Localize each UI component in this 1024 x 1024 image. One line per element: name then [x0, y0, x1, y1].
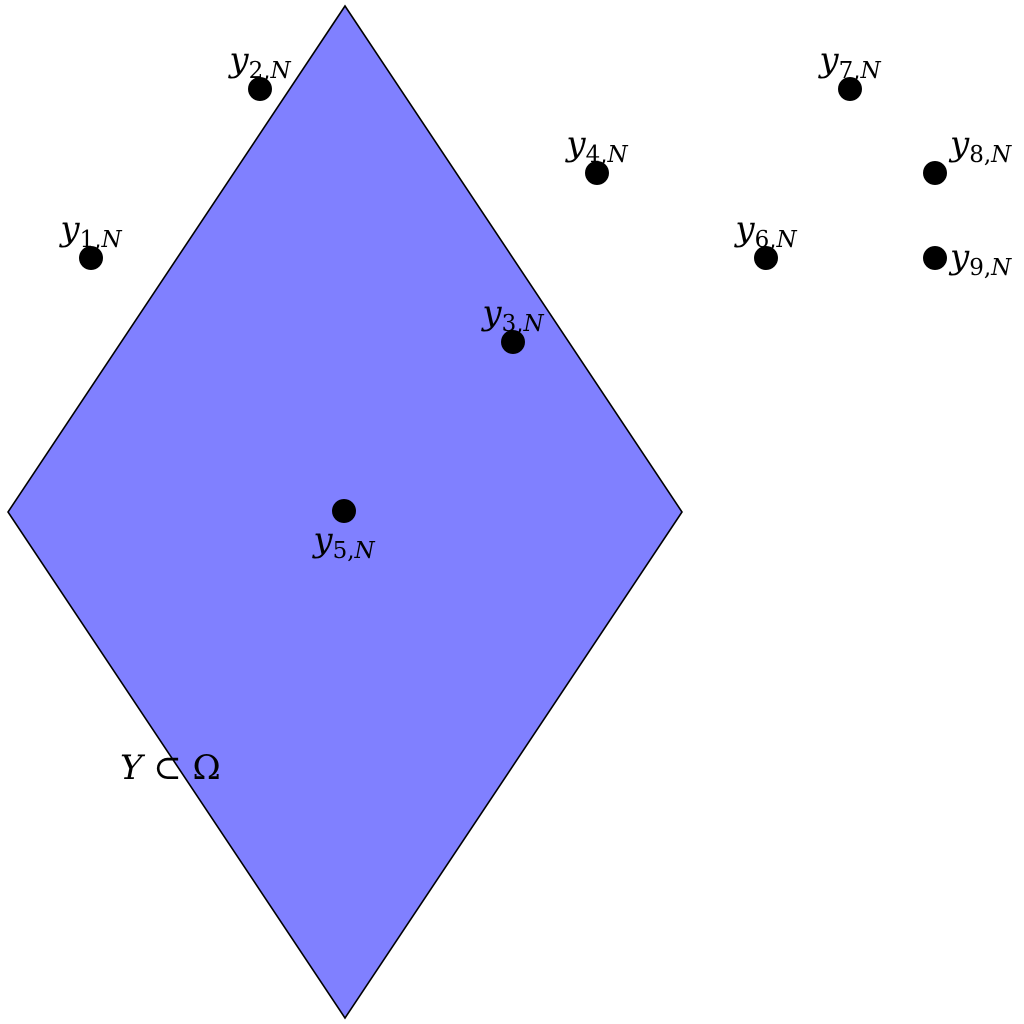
point-marker	[754, 246, 778, 270]
point-label: y7,N	[817, 40, 881, 84]
point-label-subscript: 4,	[586, 142, 608, 168]
point-label-var: y	[227, 40, 249, 80]
point-label-var: y	[564, 124, 586, 164]
point-label-subscript-var: N	[860, 58, 882, 84]
point-label-subscript: 3,	[502, 311, 524, 337]
point-label-subscript-var: N	[354, 538, 376, 564]
points-layer: y1,Ny2,Ny3,Ny4,Ny5,Ny6,Ny7,Ny8,Ny9,N	[58, 40, 1012, 564]
point-label-subscript: 7,	[839, 58, 861, 84]
point-marker	[838, 77, 862, 101]
point-label-var: y	[817, 40, 839, 80]
point-marker	[501, 330, 525, 354]
point-label-subscript: 9,	[969, 255, 991, 281]
point-label-subscript-var: N	[990, 142, 1012, 168]
point-label: y9,N	[948, 237, 1012, 281]
point-label: y3,N	[480, 293, 544, 337]
point-label-subscript-var: N	[101, 227, 123, 253]
point-group: y4,N	[564, 124, 629, 185]
point-label-subscript: 5,	[333, 538, 355, 564]
point-label-var: y	[480, 293, 502, 333]
point-label-subscript-var: N	[270, 58, 292, 84]
point-label-subscript-var: N	[523, 311, 545, 337]
point-label-var: y	[733, 209, 755, 249]
point-label-var: y	[58, 209, 80, 249]
point-label-var: y	[948, 237, 970, 277]
point-label: y5,N	[311, 520, 375, 564]
point-label-subscript: 6,	[755, 227, 777, 253]
point-marker	[248, 77, 272, 101]
point-label-subscript-var: N	[776, 227, 798, 253]
region-label: Y ⊂ Ω	[120, 748, 221, 788]
point-group: y7,N	[817, 40, 882, 101]
point-label-var: y	[311, 520, 333, 560]
point-marker	[923, 161, 947, 185]
point-label: y1,N	[58, 209, 122, 253]
point-marker	[585, 161, 609, 185]
point-group: y9,N	[923, 237, 1012, 281]
point-label: y8,N	[948, 124, 1012, 168]
point-marker	[923, 246, 947, 270]
point-label-subscript: 2,	[249, 58, 271, 84]
point-label-var: y	[948, 124, 970, 164]
point-group: y5,N	[311, 499, 376, 564]
point-label-subscript-var: N	[990, 255, 1012, 281]
point-group: y3,N	[480, 293, 545, 354]
point-label-subscript: 1,	[80, 227, 102, 253]
point-group: y6,N	[733, 209, 798, 270]
point-label-subscript-var: N	[607, 142, 629, 168]
point-group: y1,N	[58, 209, 123, 270]
point-label: y4,N	[564, 124, 628, 168]
point-group: y8,N	[923, 124, 1012, 185]
point-marker	[79, 246, 103, 270]
point-label: y2,N	[227, 40, 291, 84]
point-label-subscript: 8,	[969, 142, 991, 168]
point-group: y2,N	[227, 40, 292, 101]
point-marker	[332, 499, 356, 523]
point-label: y6,N	[733, 209, 797, 253]
